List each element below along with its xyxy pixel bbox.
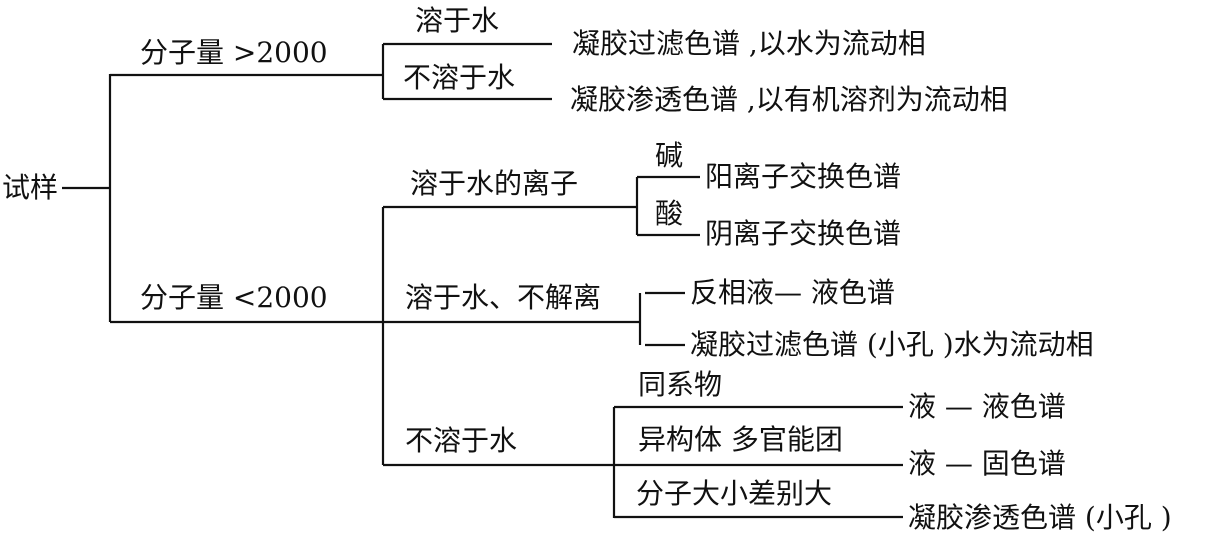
gt2000-water-result: 凝胶过滤色谱 ,以水为流动相	[572, 27, 926, 60]
size-result: 凝胶渗透色谱 (小孔 )	[908, 501, 1172, 534]
ion-label: 溶于水的离子	[410, 167, 579, 200]
root-label: 试样	[2, 171, 59, 204]
size-label: 分子大小差别大	[636, 477, 833, 510]
nondissoc-result-2: 凝胶过滤色谱 (小孔 )水为流动相	[690, 328, 1094, 361]
isomer-label: 异构体 多官能团	[638, 423, 843, 456]
nondissoc-result-1: 反相液— 液色谱	[690, 276, 895, 309]
insoluble-label: 不溶于水	[405, 424, 518, 457]
gt2000-nowater-result: 凝胶渗透色谱 ,以有机溶剂为流动相	[570, 83, 1008, 116]
homolog-label: 同系物	[638, 368, 723, 401]
gt2000-nowater-label: 不溶于水	[403, 61, 516, 94]
gt2000-water-label: 溶于水	[415, 4, 500, 37]
branch-gt2000-label: 分子量 >2000	[140, 36, 328, 69]
isomer-result: 液 — 固色谱	[908, 447, 1066, 480]
nondissoc-label: 溶于水、不解离	[405, 281, 602, 314]
base-result: 阳离子交换色谱	[705, 160, 902, 193]
acid-label: 酸	[655, 197, 684, 230]
branch-lt2000-label: 分子量 <2000	[140, 281, 328, 314]
base-label: 碱	[655, 139, 684, 172]
homolog-result: 液 — 液色谱	[908, 390, 1066, 423]
acid-result: 阴离子交换色谱	[705, 217, 902, 250]
